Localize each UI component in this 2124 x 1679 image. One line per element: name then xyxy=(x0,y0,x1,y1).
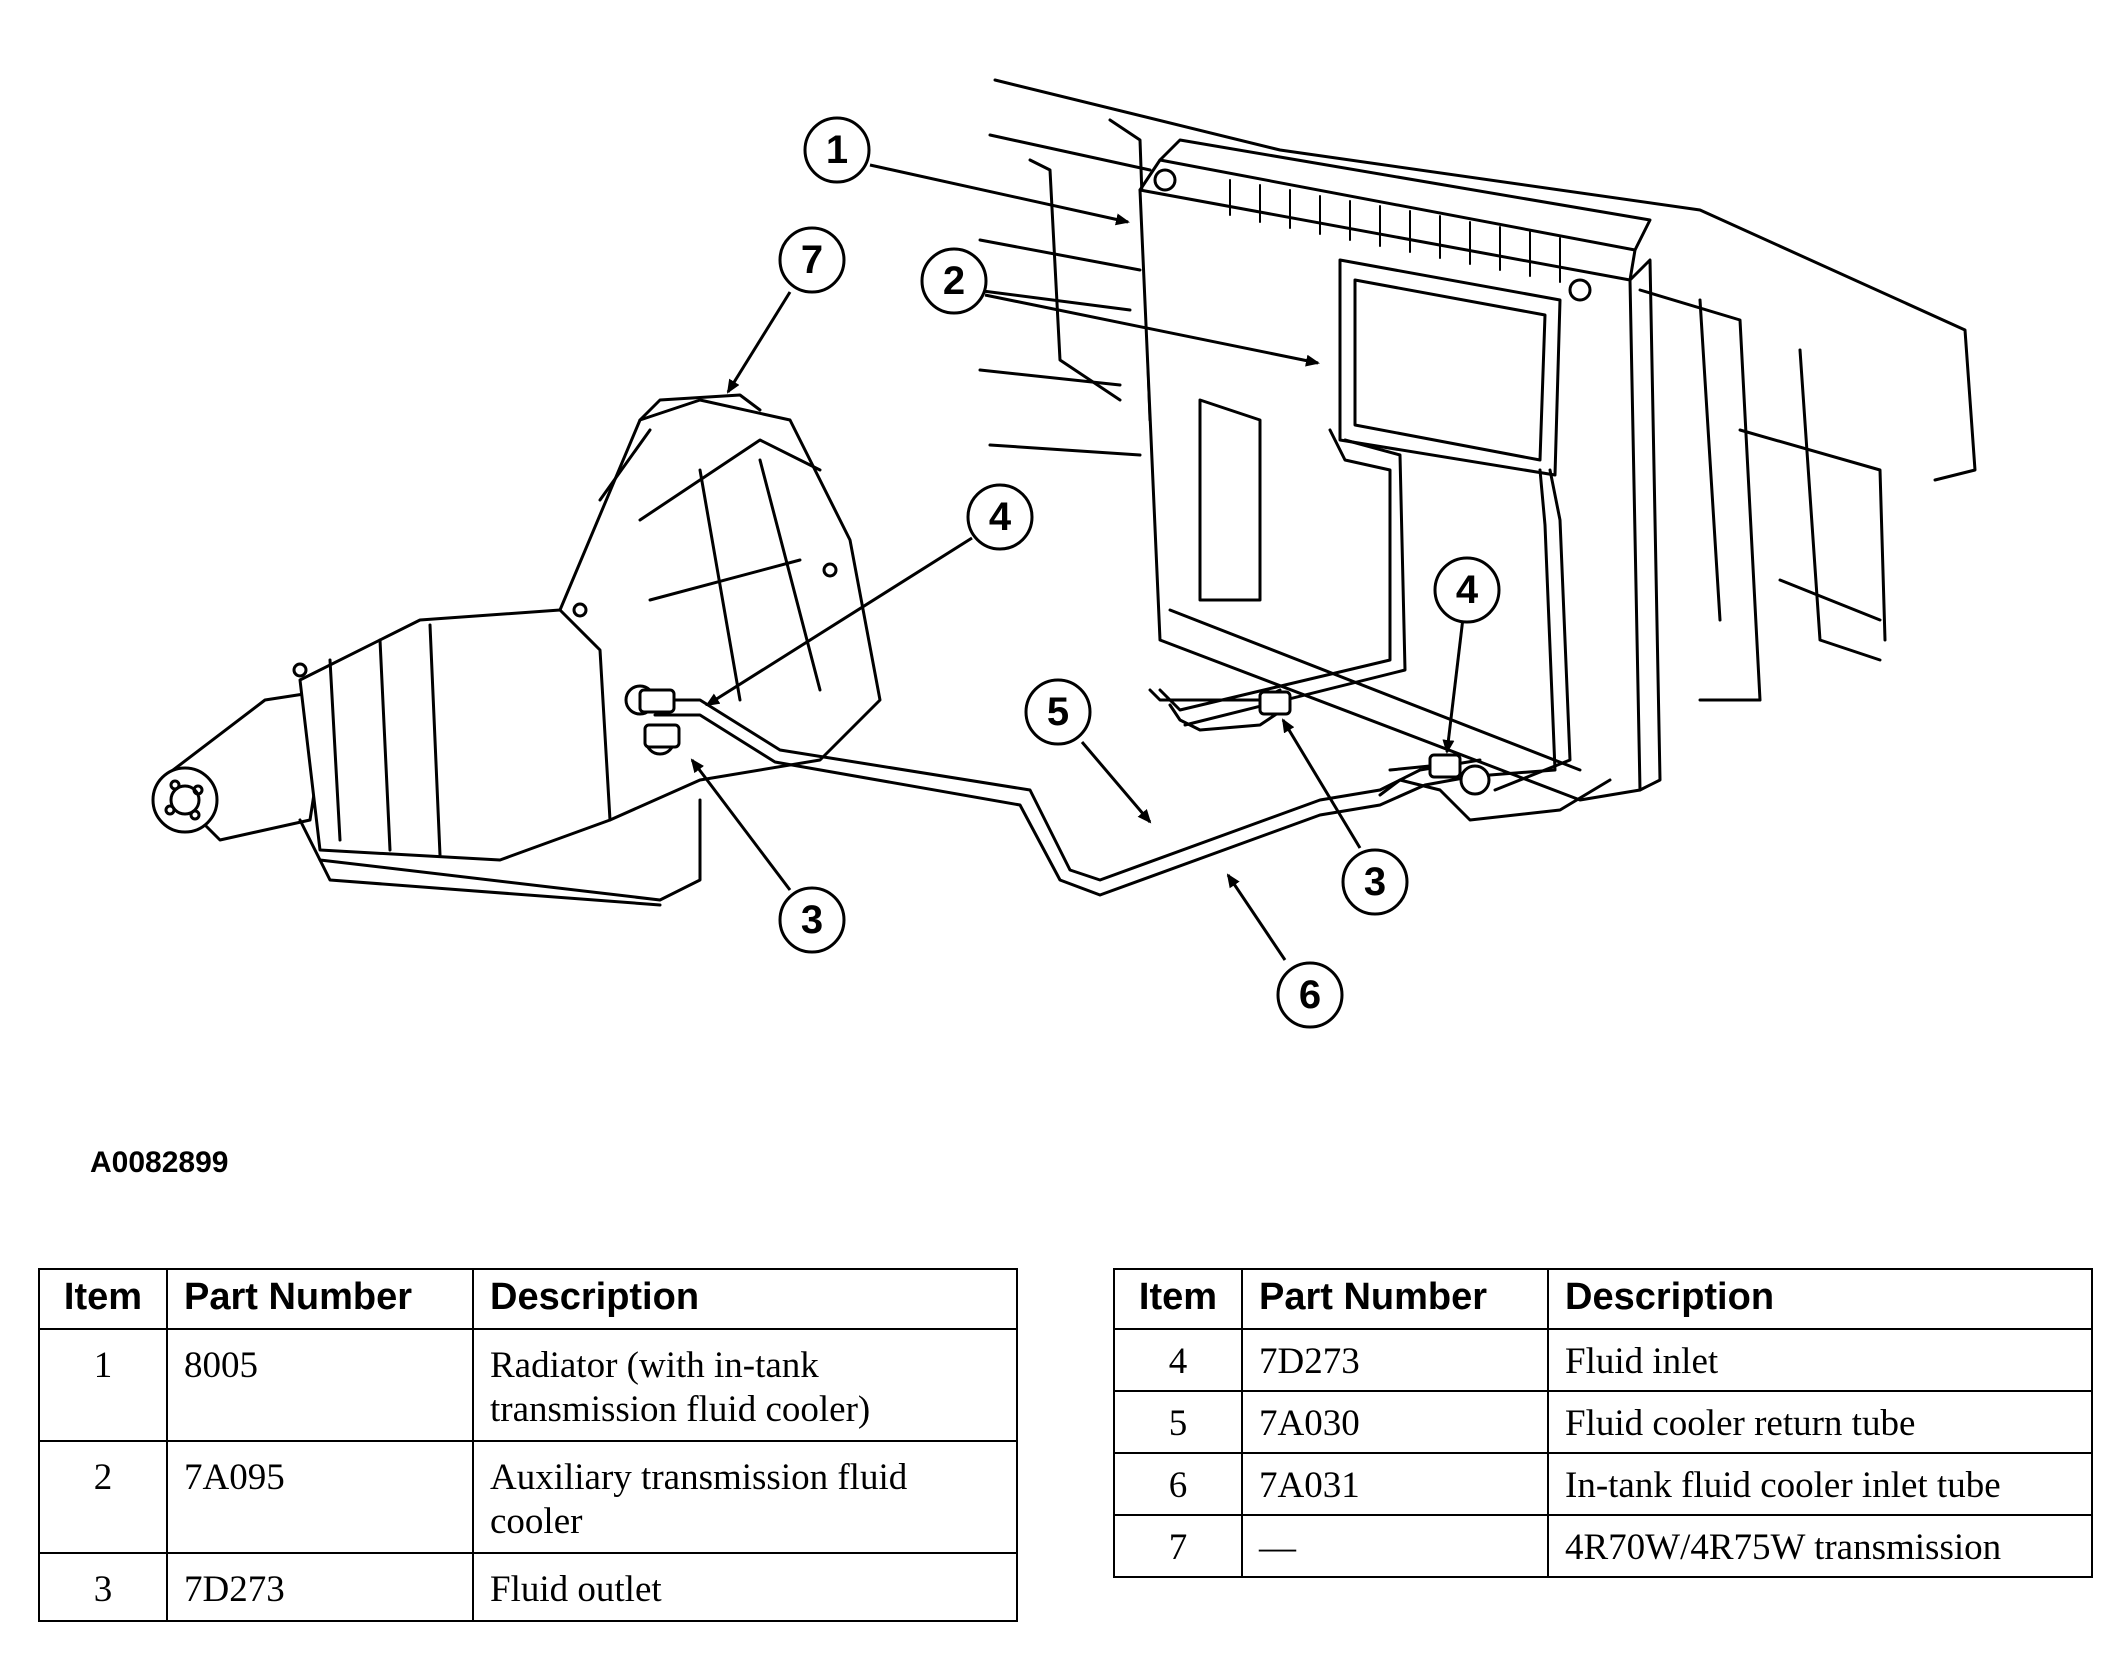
cell-part-number: — xyxy=(1241,1514,1549,1578)
cell-description: Fluid outlet xyxy=(472,1552,1018,1622)
header-item: Item xyxy=(38,1268,168,1330)
leader-lines xyxy=(690,163,1465,961)
leader-3-left xyxy=(690,758,792,891)
leader-7 xyxy=(726,291,792,394)
callout-label-4-right: 4 xyxy=(1456,568,1479,612)
cell-item: 2 xyxy=(38,1440,168,1554)
callout-label-6: 6 xyxy=(1299,973,1321,1017)
header-item: Item xyxy=(1113,1268,1243,1330)
leader-3-right xyxy=(1281,718,1362,849)
callout-circle-3-right xyxy=(1341,848,1409,916)
auxiliary-cooler-graphic xyxy=(1158,258,1572,792)
callout-label-2: 2 xyxy=(943,259,965,303)
frame-crossmember xyxy=(973,78,1977,702)
callout-circle-3-left xyxy=(778,886,846,954)
table-row: 6 7A031 In-tank fluid cooler inlet tube xyxy=(1113,1452,2093,1516)
cell-part-number: 7A031 xyxy=(1241,1452,1549,1516)
cell-part-number: 7A030 xyxy=(1241,1390,1549,1454)
table-row: 3 7D273 Fluid outlet xyxy=(38,1552,1018,1622)
callout-label-5: 5 xyxy=(1047,690,1069,734)
header-description: Description xyxy=(1547,1268,2093,1330)
fittings-graphic xyxy=(638,688,1491,796)
cooler-tubes-graphic xyxy=(648,688,1612,897)
cell-item: 1 xyxy=(38,1328,168,1442)
callout-label-3-left: 3 xyxy=(801,898,823,942)
cell-part-number: 7D273 xyxy=(1241,1328,1549,1392)
callout-label-3-right: 3 xyxy=(1364,860,1386,904)
cell-item: 3 xyxy=(38,1552,168,1622)
leader-6 xyxy=(1226,873,1287,961)
table-row: 5 7A030 Fluid cooler return tube xyxy=(1113,1390,2093,1454)
callout-circle-2 xyxy=(920,247,988,315)
leader-5 xyxy=(1080,741,1152,824)
leader-4-right xyxy=(1442,617,1465,754)
callout-circle-7 xyxy=(778,226,846,294)
callout-label-7: 7 xyxy=(801,238,823,282)
leader-2 xyxy=(984,293,1320,367)
figure-id: A0082899 xyxy=(90,1146,229,1179)
cell-description: 4R70W/4R75W transmission xyxy=(1547,1514,2093,1578)
callout-circle-4-left xyxy=(966,483,1034,551)
cell-description: Fluid cooler return tube xyxy=(1547,1390,2093,1454)
cell-item: 7 xyxy=(1113,1514,1243,1578)
leader-1 xyxy=(869,163,1130,226)
header-description: Description xyxy=(472,1268,1018,1330)
table-row: 1 8005 Radiator (with in-tank transmissi… xyxy=(38,1328,1018,1442)
callout-circle-4-right xyxy=(1433,556,1501,624)
callout-label-4-left: 4 xyxy=(989,495,1012,539)
header-part-number: Part Number xyxy=(1241,1268,1549,1330)
cell-description: Radiator (with in-tank transmission flui… xyxy=(472,1328,1018,1442)
table-header-row: Item Part Number Description xyxy=(38,1268,1018,1330)
leader-4-left xyxy=(705,536,973,707)
cooling-system-illustration: 1 2 3 3 4 4 5 6 7 xyxy=(151,78,1977,1029)
cell-part-number: 7A095 xyxy=(166,1440,474,1554)
cell-item: 4 xyxy=(1113,1328,1243,1392)
callout-circle-5 xyxy=(1024,678,1092,746)
parts-table-left: Item Part Number Description 1 8005 Radi… xyxy=(38,1268,1018,1622)
cell-description: Auxiliary transmission fluid cooler xyxy=(472,1440,1018,1554)
table-row: 7 — 4R70W/4R75W transmission xyxy=(1113,1514,2093,1578)
cell-part-number: 8005 xyxy=(166,1328,474,1442)
cell-item: 6 xyxy=(1113,1452,1243,1516)
transmission-graphic xyxy=(151,393,882,907)
cell-description: Fluid inlet xyxy=(1547,1328,2093,1392)
callout-circle-6 xyxy=(1276,961,1344,1029)
parts-table-right: Item Part Number Description 4 7D273 Flu… xyxy=(1113,1268,2093,1578)
cell-description: In-tank fluid cooler inlet tube xyxy=(1547,1452,2093,1516)
table-row: 2 7A095 Auxiliary transmission fluid coo… xyxy=(38,1440,1018,1554)
callout-label-1: 1 xyxy=(826,128,848,172)
table-header-row: Item Part Number Description xyxy=(1113,1268,2093,1330)
cell-part-number: 7D273 xyxy=(166,1552,474,1622)
table-row: 4 7D273 Fluid inlet xyxy=(1113,1328,2093,1392)
cell-item: 5 xyxy=(1113,1390,1243,1454)
callout-circle-1 xyxy=(803,116,871,184)
header-part-number: Part Number xyxy=(166,1268,474,1330)
